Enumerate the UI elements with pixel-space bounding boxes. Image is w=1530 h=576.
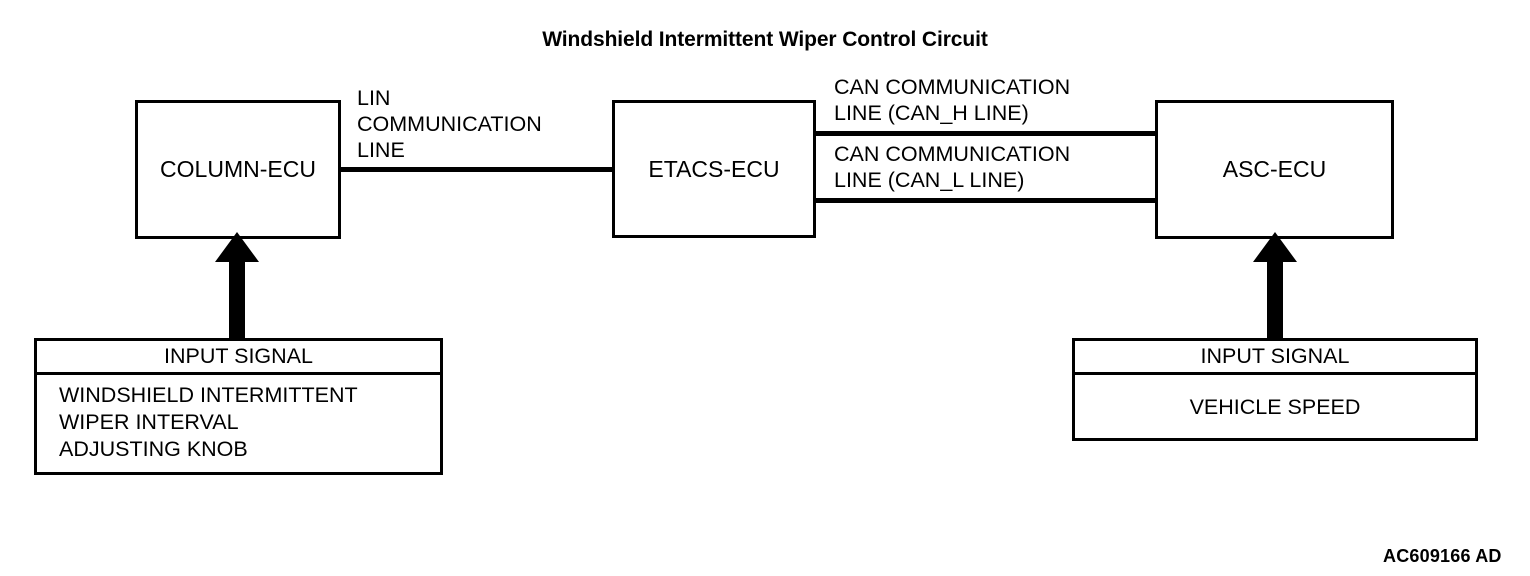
- input-signal-box-left: INPUT SIGNAL WINDSHIELD INTERMITTENT WIP…: [34, 338, 443, 475]
- up-arrow-icon-right: [1253, 232, 1297, 340]
- can-h-line-label: CAN COMMUNICATION LINE (CAN_H LINE): [834, 75, 1071, 125]
- can-h-communication-line: [813, 131, 1158, 136]
- input-signal-body-left: WINDSHIELD INTERMITTENT WIPER INTERVAL A…: [59, 383, 358, 461]
- ecu-label-column: COLUMN-ECU: [160, 156, 316, 182]
- diagram-title: Windshield Intermittent Wiper Control Ci…: [542, 28, 988, 51]
- ecu-label-asc: ASC-ECU: [1222, 156, 1327, 182]
- ecu-label-etacs: ETACS-ECU: [648, 155, 780, 182]
- lin-line-label: LIN COMMUNICATION LINE: [357, 86, 542, 162]
- input-signal-header-left: INPUT SIGNAL: [37, 341, 440, 375]
- ecu-box-etacs: ETACS-ECU: [612, 100, 816, 238]
- can-l-line-label: CAN COMMUNICATION LINE (CAN_L LINE): [834, 142, 1071, 192]
- up-arrow-icon-left: [215, 232, 259, 340]
- ecu-box-column: COLUMN-ECU: [135, 100, 341, 239]
- input-signal-body-right: VEHICLE SPEED: [1189, 394, 1361, 419]
- input-signal-header-right: INPUT SIGNAL: [1075, 341, 1475, 375]
- input-signal-box-right: INPUT SIGNAL VEHICLE SPEED: [1072, 338, 1478, 441]
- reference-code: AC609166 AD: [1383, 546, 1502, 566]
- ecu-box-asc: ASC-ECU: [1155, 100, 1394, 239]
- lin-communication-line: [338, 167, 615, 172]
- can-l-communication-line: [813, 198, 1158, 203]
